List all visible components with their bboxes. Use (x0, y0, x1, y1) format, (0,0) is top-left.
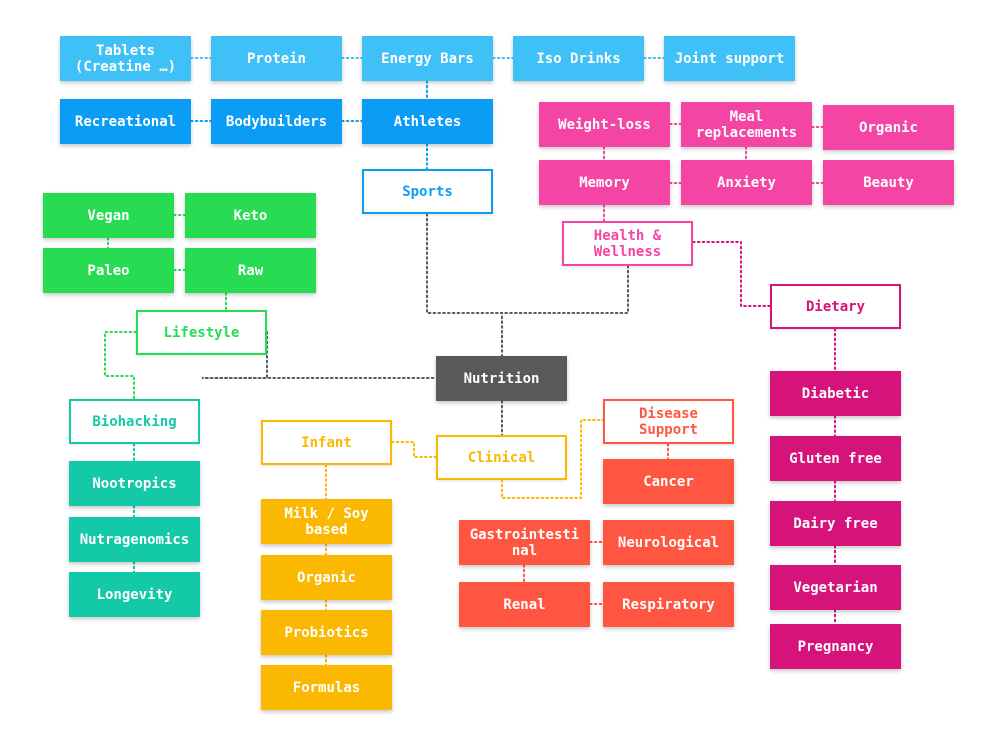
node-respiratory: Respiratory (603, 582, 734, 627)
node-label: Lifestyle (163, 324, 240, 341)
node-vegan: Vegan (43, 193, 174, 238)
node-label: Dairy free (793, 515, 878, 532)
node-milk-soy: Milk / Soy based (261, 499, 392, 544)
node-label: Longevity (96, 586, 173, 603)
node-sports: Sports (362, 169, 493, 214)
node-label: Organic (296, 569, 356, 586)
node-label: Nootropics (92, 475, 177, 492)
node-dairy-free: Dairy free (770, 501, 901, 546)
node-label: Infant (301, 434, 352, 451)
node-gastrointestinal: Gastrointesti nal (459, 520, 590, 565)
node-tablets: Tablets (Creatine …) (60, 36, 191, 81)
node-label: Vegetarian (793, 579, 878, 596)
node-meal-replacements: Meal replacements (681, 102, 812, 147)
node-clinical: Clinical (436, 435, 567, 480)
node-label: Tablets (Creatine …) (74, 42, 177, 75)
connector-line (426, 213, 503, 357)
node-label: Athletes (393, 113, 462, 130)
connector-line (501, 419, 604, 499)
node-protein: Protein (211, 36, 342, 81)
node-bodybuilders: Bodybuilders (211, 99, 342, 144)
node-gluten-free: Gluten free (770, 436, 901, 481)
node-anxiety: Anxiety (681, 160, 812, 205)
node-organic-health: Organic (823, 105, 954, 150)
node-pregnancy: Pregnancy (770, 624, 901, 669)
node-recreational: Recreational (60, 99, 191, 144)
node-label: Dietary (805, 298, 865, 315)
node-neurological: Neurological (603, 520, 734, 565)
node-label: Pregnancy (797, 638, 874, 655)
node-iso-drinks: Iso Drinks (513, 36, 644, 81)
node-label: Respiratory (622, 596, 715, 613)
node-label: Formulas (292, 679, 361, 696)
node-label: Diabetic (801, 385, 870, 402)
node-label: Organic (858, 119, 918, 136)
node-label: Sports (402, 183, 453, 200)
node-raw: Raw (185, 248, 316, 293)
node-renal: Renal (459, 582, 590, 627)
node-weight-loss: Weight-loss (539, 102, 670, 147)
node-label: Keto (233, 207, 268, 224)
node-infant: Infant (261, 420, 392, 465)
node-keto: Keto (185, 193, 316, 238)
node-label: Energy Bars (381, 50, 474, 67)
node-probiotics: Probiotics (261, 610, 392, 655)
node-label: Gluten free (789, 450, 882, 467)
node-label: Memory (579, 174, 630, 191)
node-label: Paleo (87, 262, 130, 279)
node-lifestyle: Lifestyle (136, 310, 267, 355)
node-energy-bars: Energy Bars (362, 36, 493, 81)
node-dietary: Dietary (770, 284, 901, 329)
node-label: Gastrointesti nal (469, 526, 580, 559)
connector-line (501, 265, 629, 314)
node-disease-support: Disease Support (603, 399, 734, 444)
node-label: Clinical (467, 449, 536, 466)
node-health-wellness: Health & Wellness (562, 221, 693, 266)
node-label: Anxiety (716, 174, 776, 191)
node-vegetarian: Vegetarian (770, 565, 901, 610)
node-memory: Memory (539, 160, 670, 205)
node-cancer: Cancer (603, 459, 734, 504)
node-label: Weight-loss (558, 116, 651, 133)
node-biohacking: Biohacking (69, 399, 200, 444)
node-diabetic: Diabetic (770, 371, 901, 416)
node-formulas: Formulas (261, 665, 392, 710)
node-paleo: Paleo (43, 248, 174, 293)
node-nootropics: Nootropics (69, 461, 200, 506)
node-label: Neurological (617, 534, 720, 551)
node-label: Biohacking (92, 413, 177, 430)
node-nutrition: Nutrition (436, 356, 567, 401)
node-athletes: Athletes (362, 99, 493, 144)
node-label: Protein (246, 50, 306, 67)
node-label: Probiotics (284, 624, 369, 641)
connector-line (391, 441, 437, 458)
node-label: Cancer (643, 473, 694, 490)
node-beauty: Beauty (823, 160, 954, 205)
node-joint-support: Joint support (664, 36, 795, 81)
connector-line (692, 241, 771, 307)
node-label: Vegan (87, 207, 130, 224)
node-label: Joint support (674, 50, 785, 67)
node-label: Meal replacements (695, 108, 798, 141)
connector-line (202, 331, 437, 379)
node-label: Recreational (74, 113, 177, 130)
node-organic-infant: Organic (261, 555, 392, 600)
node-label: Raw (237, 262, 264, 279)
node-label: Health & Wellness (593, 227, 662, 260)
node-label: Renal (503, 596, 546, 613)
node-label: Beauty (863, 174, 914, 191)
node-longevity: Longevity (69, 572, 200, 617)
node-label: Milk / Soy based (284, 505, 369, 538)
connector-line (104, 331, 137, 400)
node-nutragenomics: Nutragenomics (69, 517, 200, 562)
node-label: Bodybuilders (225, 113, 328, 130)
node-label: Disease Support (638, 405, 698, 438)
node-label: Iso Drinks (536, 50, 621, 67)
node-label: Nutrition (463, 370, 540, 387)
node-label: Nutragenomics (79, 531, 190, 548)
